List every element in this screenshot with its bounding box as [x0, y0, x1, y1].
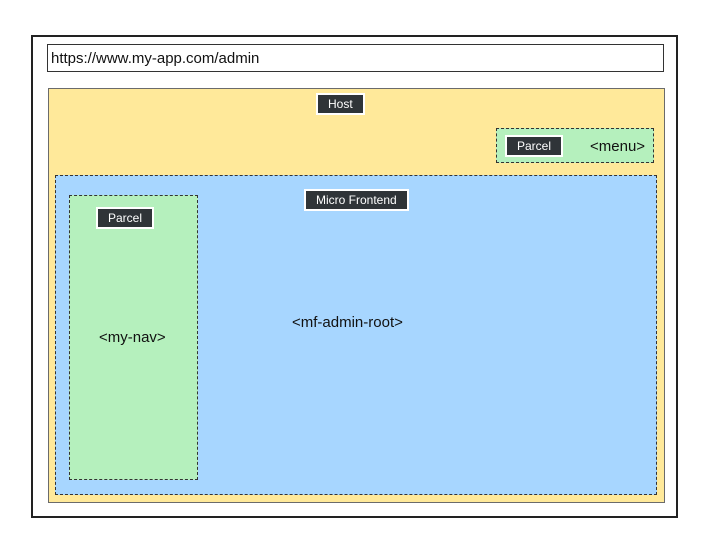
url-bar[interactable]: https://www.my-app.com/admin [47, 44, 664, 72]
url-text: https://www.my-app.com/admin [51, 49, 260, 67]
menu-parcel-label: Parcel [507, 137, 562, 155]
menu-tag: <menu> [590, 138, 646, 155]
mf-admin-root-tag: <mf-admin-root> [292, 314, 403, 331]
micro-frontend-label: Micro Frontend [306, 191, 407, 209]
nav-parcel-region [69, 195, 198, 480]
host-label: Host [318, 95, 363, 113]
my-nav-tag: <my-nav> [99, 329, 166, 346]
nav-parcel-label: Parcel [98, 209, 153, 227]
